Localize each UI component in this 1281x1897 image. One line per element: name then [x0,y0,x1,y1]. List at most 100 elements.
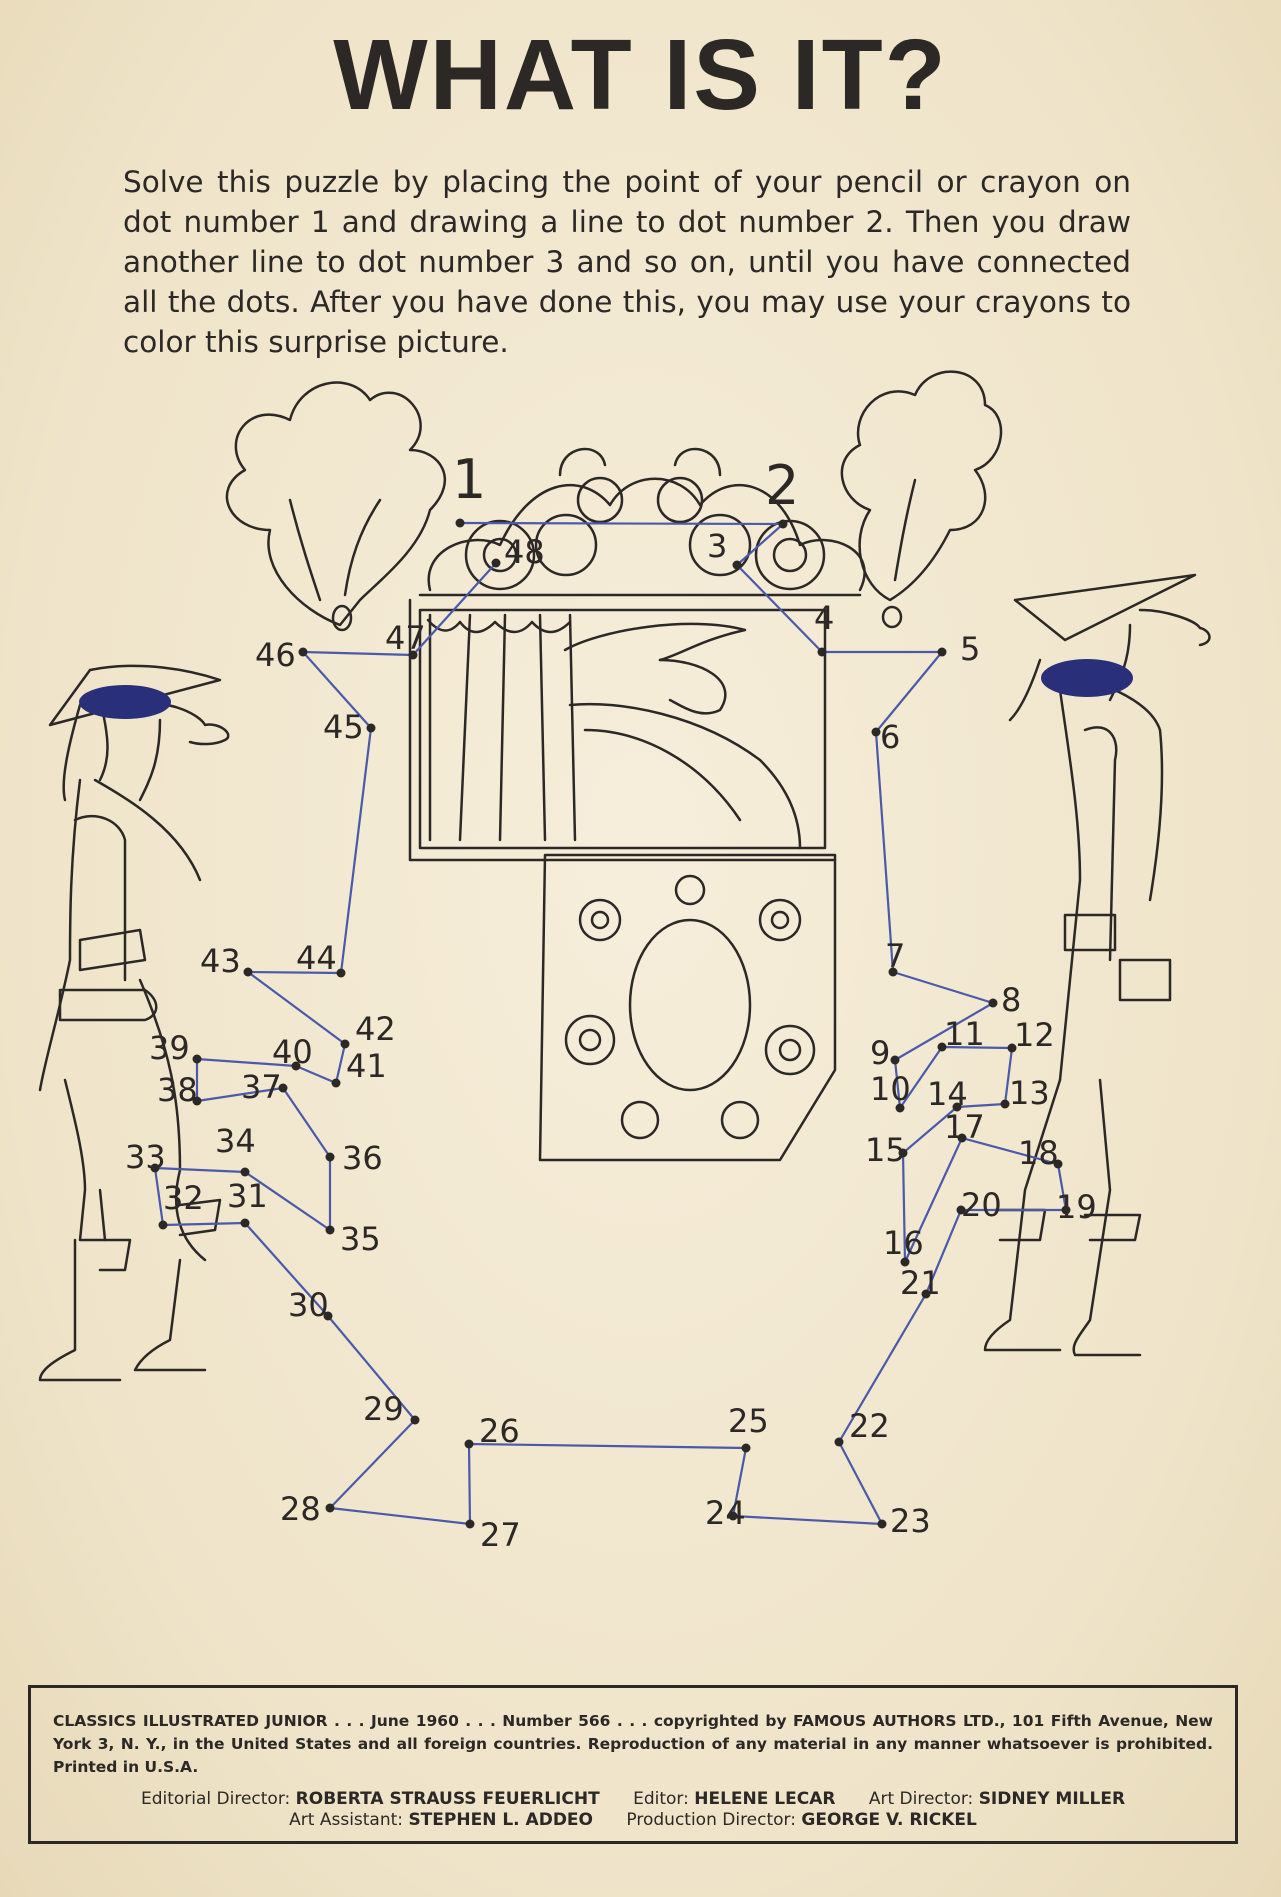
dot-24 [728,1511,738,1521]
art-director-label: Art Director: [868,1789,974,1809]
dot-label-15: 15 [865,1131,906,1169]
dot-label-25: 25 [728,1402,769,1440]
staff-line-2: Art Assistant: STEPHEN L. ADDEO Producti… [53,1810,1213,1831]
dot-30 [323,1311,333,1321]
dot-35 [325,1225,335,1235]
dot-label-36: 36 [342,1139,383,1177]
dot-48 [491,558,501,568]
staff-credits: Editorial Director: ROBERTA STRAUSS FEUE… [53,1789,1213,1831]
left-plume-drawing [225,381,447,632]
production-director-name: GEORGE V. RICKEL [801,1810,977,1830]
dot-label-39: 39 [149,1029,190,1067]
dot-label-31: 31 [227,1177,268,1215]
dot-44 [336,968,346,978]
dot-28 [325,1503,335,1513]
dot-label-17: 17 [944,1108,985,1146]
dot-label-45: 45 [323,708,364,746]
dot-32 [158,1220,168,1230]
dot-label-29: 29 [363,1390,404,1428]
dot-label-3: 3 [707,527,727,565]
dot-label-10: 10 [870,1070,911,1108]
right-hat-oval [1041,659,1133,697]
dot-label-18: 18 [1018,1134,1059,1172]
dot-label-2: 2 [765,454,799,517]
dot-39 [192,1054,202,1064]
dot-38 [192,1096,202,1106]
dot-5 [937,647,947,657]
right-footman-drawing [983,573,1211,1357]
dot-15 [898,1148,908,1158]
production-director-label: Production Director: [626,1810,796,1830]
dot-42 [340,1039,350,1049]
dot-12 [1007,1043,1017,1053]
pencil-connect-line [153,521,1068,1526]
dot-label-4: 4 [814,599,834,637]
dot-10 [895,1103,905,1113]
dot-29 [410,1415,420,1425]
dot-label-5: 5 [960,630,980,668]
dot-label-37: 37 [241,1068,282,1106]
dot-label-43: 43 [200,942,241,980]
sedan-chair-crest [418,447,866,597]
dot-label-12: 12 [1014,1016,1055,1054]
dot-20 [956,1205,966,1215]
left-footman-drawing [38,664,230,1382]
dot-31 [240,1218,250,1228]
editorial-director-name: ROBERTA STRAUSS FEUERLICHT [295,1789,600,1809]
dot-41 [331,1078,341,1088]
right-plume-drawing [840,370,1003,629]
dot-label-27: 27 [480,1516,521,1554]
dot-26 [464,1439,474,1449]
puzzle-instructions: Solve this puzzle by placing the point o… [123,165,1131,359]
art-director-name: SIDNEY MILLER [978,1789,1126,1809]
dot-37 [278,1083,288,1093]
dot-6 [871,727,881,737]
puzzle-drawing: 1234567891011121314151617181920212223242… [38,370,1211,1554]
sedan-chair-panel [538,853,837,1162]
dot-21 [921,1289,931,1299]
dot-4 [817,647,827,657]
dot-label-44: 44 [296,939,337,977]
art-assistant-name: STEPHEN L. ADDEO [408,1810,593,1830]
dot-label-23: 23 [890,1502,931,1540]
dot-label-21: 21 [900,1264,941,1302]
dot-33 [150,1163,160,1173]
dot-23 [877,1519,887,1529]
dot-label-40: 40 [272,1033,313,1071]
dot-16 [900,1257,910,1267]
dot-13 [1000,1099,1010,1109]
dot-1 [455,518,465,528]
dot-label-32: 32 [163,1179,204,1217]
dot-34 [240,1167,250,1177]
left-hat-oval [79,685,171,719]
dot-label-13: 13 [1009,1074,1050,1112]
sedan-chair-window [408,598,837,862]
dot-label-6: 6 [880,718,900,756]
dot-label-14: 14 [927,1075,968,1113]
dot-label-7: 7 [885,937,905,975]
dot-label-28: 28 [280,1490,321,1528]
dot-label-35: 35 [340,1220,381,1258]
dot-label-30: 30 [288,1286,329,1324]
dot-label-19: 19 [1056,1188,1097,1226]
dot-25 [741,1443,751,1453]
dot-27 [465,1519,475,1529]
dot-label-26: 26 [479,1412,520,1450]
dot-label-24: 24 [705,1494,746,1532]
dot-11 [937,1042,947,1052]
dot-label-11: 11 [944,1015,985,1053]
art-assistant-label: Art Assistant: [289,1810,404,1830]
editor-label: Editor: [633,1789,689,1809]
dot-3 [732,560,742,570]
dot-label-42: 42 [355,1010,396,1048]
dot-label-20: 20 [961,1186,1002,1224]
dot-22 [834,1437,844,1447]
dot-8 [988,998,998,1008]
dot-36 [325,1152,335,1162]
dot-45 [366,723,376,733]
dot-label-1: 1 [452,448,486,511]
dot-2 [778,519,788,529]
